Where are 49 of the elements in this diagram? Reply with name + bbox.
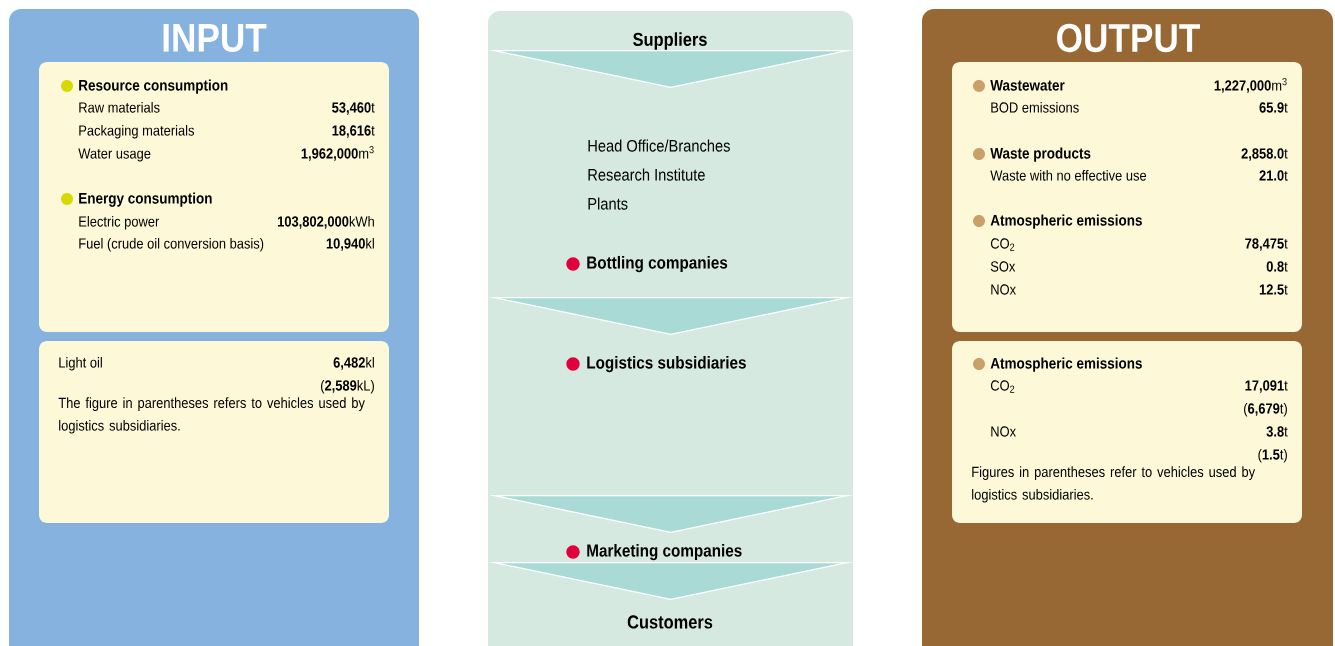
item-label: Electric power (79, 215, 160, 230)
item-label: Plants (588, 197, 628, 210)
item-label: Waste with no effective use (990, 169, 1147, 181)
section-heading: Logistics subsidiaries (566, 355, 746, 373)
footnote: The figure in parentheses refers to vehicles used by logistics subsidiaries. (58, 397, 365, 434)
item-value: 65.9t (1259, 102, 1288, 113)
item-value: (2,589kL) (321, 379, 374, 394)
item-label: Research Institute (588, 168, 705, 181)
item-label: CO$_{2}$ (990, 238, 1015, 251)
section-heading: Resource consumption (61, 79, 228, 94)
section-heading: Atmospheric emissions (973, 357, 1142, 372)
item-value: 18,616t (332, 125, 375, 138)
item-label: BOD emissions (991, 101, 1079, 113)
section-heading: Marketing companies (566, 543, 742, 561)
section-heading: Energy consumption (61, 192, 212, 207)
item-value: 3.8t (1266, 426, 1288, 437)
flow-label: Customers (627, 615, 713, 629)
panel-title: OUTPUT (1057, 23, 1200, 53)
item-value: 1,227,000m$^{3}$ (1214, 78, 1287, 93)
item-value: 78,475t (1245, 238, 1288, 251)
section-heading: Bottling companies (566, 255, 728, 273)
footnote: Figures in parentheses refer to vehicles used by logistics subsidiaries. (972, 466, 1256, 503)
item-value: 53,460t (332, 102, 375, 115)
item-label: Raw materials (79, 101, 160, 113)
item-value: 1,962,000m$^{3}$ (301, 146, 374, 161)
item-label: SOx (990, 261, 1016, 272)
section-heading: Atmospheric emissions (973, 214, 1142, 229)
flow-label: Suppliers (633, 32, 707, 50)
item-label: Water usage (78, 148, 151, 162)
section-heading: Waste products (973, 147, 1091, 162)
section-heading: Wastewater (973, 80, 1065, 92)
item-value: 12.5t (1259, 284, 1288, 295)
item-value: 103,802,000kWh (277, 215, 374, 229)
item-value: 0.8t (1266, 261, 1288, 272)
item-value: 2,858.0t (1241, 148, 1288, 161)
item-value: 6,482kl (333, 356, 374, 370)
item-value: (1.5t) (1258, 448, 1287, 463)
item-label: NOx (991, 426, 1016, 437)
panel-title: INPUT (163, 24, 267, 52)
item-value: (6,679t) (1244, 402, 1287, 417)
item-label: Head Office/Branches (588, 139, 730, 152)
item-label: Light oil (59, 356, 102, 371)
item-value: 21.0t (1259, 170, 1288, 181)
item-label: NOx (991, 284, 1016, 295)
item-value: 17,091t (1245, 380, 1288, 393)
item-label: Packaging materials (79, 124, 194, 139)
item-label: CO$_{2}$ (990, 380, 1015, 393)
item-value: 10,940kl (326, 237, 374, 251)
item-label: Fuel (crude oil conversion basis) (79, 237, 264, 252)
